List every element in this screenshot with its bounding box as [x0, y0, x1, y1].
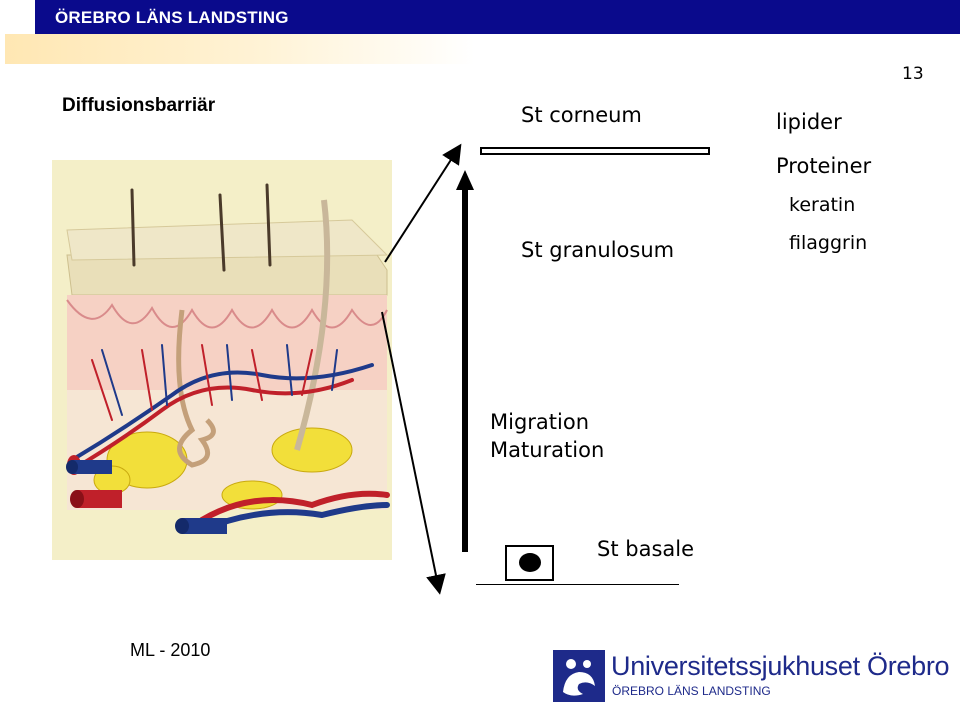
footer-credit: ML - 2010	[130, 640, 211, 660]
upper-connector-line	[384, 143, 462, 263]
label-st-basale: St basale	[597, 537, 695, 561]
header-bar: ÖREBRO LÄNS LANDSTING	[35, 0, 960, 34]
basal-cell-box	[505, 545, 554, 581]
hospital-logo-icon	[553, 650, 605, 702]
label-migration: Migration	[490, 410, 590, 434]
cell-nucleus-icon	[519, 553, 541, 572]
header-accent-fade	[5, 34, 475, 64]
slide-number: 13	[902, 64, 924, 84]
label-lipider: lipider	[776, 110, 842, 134]
stratum-corneum-bar	[480, 147, 710, 155]
logo-title: Universitetssjukhuset Örebro	[611, 651, 950, 681]
migration-arrow-head	[456, 170, 474, 190]
logo-subtitle: ÖREBRO LÄNS LANDSTING	[612, 684, 771, 698]
label-st-corneum: St corneum	[521, 103, 642, 127]
slide-title: Diffusionsbarriär	[62, 95, 216, 116]
label-maturation: Maturation	[490, 438, 605, 462]
org-name: ÖREBRO LÄNS LANDSTING	[55, 8, 289, 27]
label-proteiner: Proteiner	[776, 154, 872, 178]
skin-cross-section-illustration	[52, 160, 392, 560]
label-st-granulosum: St granulosum	[521, 238, 675, 262]
basale-baseline	[476, 584, 679, 585]
label-filaggrin: filaggrin	[789, 232, 868, 254]
label-keratin: keratin	[789, 194, 856, 216]
